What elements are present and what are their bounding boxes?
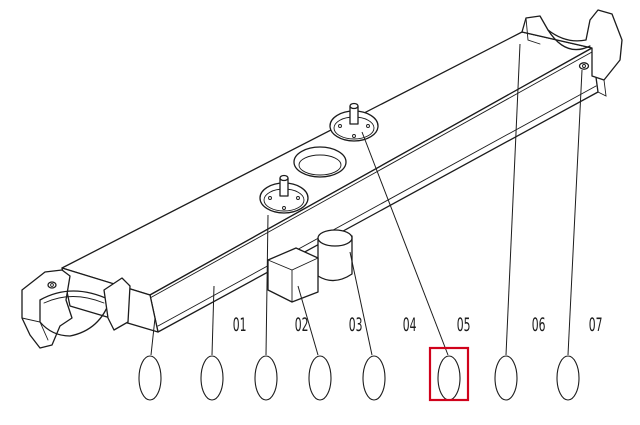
balloon-label-06: 06 [532,314,546,336]
balloon-label-03: 03 [349,314,363,336]
leader-01 [150,317,156,356]
balloon-06: 06 [428,314,546,402]
balloon-07: 07 [494,314,603,401]
leader-07 [505,43,521,356]
balloon-label-02: 02 [295,314,309,336]
balloon-label-04: 04 [403,314,417,336]
leader-08 [567,69,583,356]
pin-03 [259,174,309,214]
left-clamp [21,269,131,349]
balloon-05: 05 [362,314,471,401]
pin-06 [329,102,379,142]
balloon-label-05: 05 [457,314,471,336]
balloon-03: 03 [254,314,363,401]
balloon-label-01: 01 [233,314,247,336]
balloon-04: 04 [308,314,417,401]
cylinder-05 [317,229,353,282]
leader-05 [349,251,373,356]
highlight-box [428,346,470,402]
balloon-label-07: 07 [589,314,603,336]
block-04 [267,247,319,303]
leader-06 [361,131,449,356]
balloon-02: 02 [200,314,309,401]
balloon-08: 08 [556,355,580,401]
leader-02 [211,285,215,356]
leader-04 [297,285,319,356]
leader-lines [150,43,583,356]
center-hole [293,146,347,178]
right-clamp [521,9,623,97]
main-bar-body [61,31,599,333]
balloon-01: 01 [138,314,247,401]
leader-03 [265,214,269,356]
